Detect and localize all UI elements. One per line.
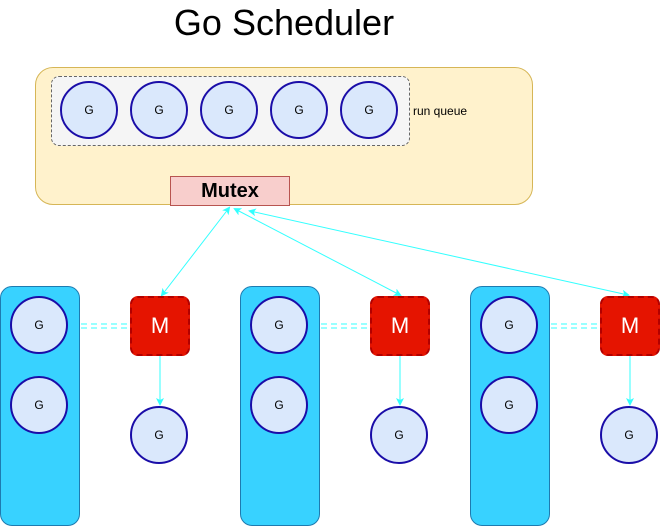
mutex-m3-arrow xyxy=(248,208,630,298)
running-goroutine: G xyxy=(370,406,428,464)
machine-thread: M xyxy=(600,296,660,356)
mutex-box: Mutex xyxy=(170,176,290,206)
goroutine-node: G xyxy=(480,296,538,354)
goroutine-node: G xyxy=(250,376,308,434)
run-queue-label: run queue xyxy=(413,104,468,118)
mutex-m1-arrow xyxy=(160,206,231,297)
goroutine-node: G xyxy=(130,81,188,139)
running-goroutine: G xyxy=(600,406,658,464)
goroutine-node: G xyxy=(60,81,118,139)
goroutine-node: G xyxy=(480,376,538,434)
goroutine-node: G xyxy=(270,81,328,139)
machine-thread: M xyxy=(370,296,430,356)
goroutine-node: G xyxy=(10,376,68,434)
goroutine-node: G xyxy=(10,296,68,354)
mutex-m2-arrow xyxy=(233,208,402,296)
running-goroutine: G xyxy=(130,406,188,464)
machine-thread: M xyxy=(130,296,190,356)
goroutine-node: G xyxy=(340,81,398,139)
goroutine-node: G xyxy=(250,296,308,354)
goroutine-node: G xyxy=(200,81,258,139)
diagram-title: Go Scheduler xyxy=(173,2,395,43)
